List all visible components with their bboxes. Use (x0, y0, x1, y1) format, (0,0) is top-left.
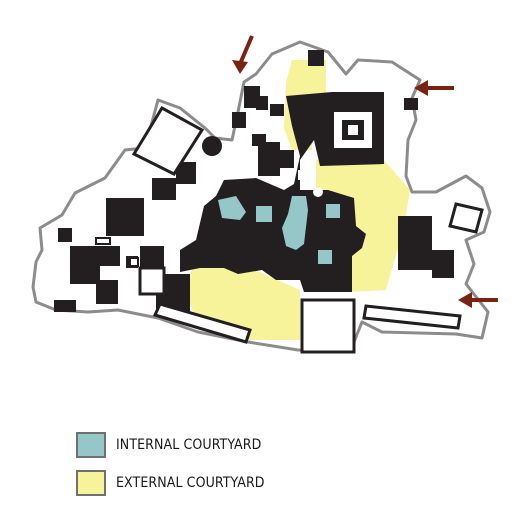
building (404, 98, 418, 110)
southeast-entrance-arrow (458, 292, 498, 308)
legend-item-internal-courtyard: INTERNAL COURTYARD (76, 432, 261, 458)
building (58, 228, 72, 242)
building (54, 300, 76, 312)
outlined-building (362, 304, 462, 330)
internal-courtyard (326, 204, 340, 218)
building (280, 150, 294, 168)
building (232, 112, 246, 128)
outlined-building (138, 266, 166, 296)
main-complex (180, 92, 384, 292)
outlined-building (129, 257, 139, 267)
outlined-building (448, 202, 484, 234)
outlined-building (95, 237, 111, 245)
building (256, 96, 268, 110)
small-void-round (313, 187, 323, 197)
legend-item-external-courtyard: EXTERNAL COURTYARD (76, 470, 265, 496)
outlined-building (300, 298, 356, 354)
small-void (298, 170, 308, 180)
internal-courtyards (218, 196, 340, 264)
outlined-building (152, 302, 252, 344)
building (100, 246, 120, 266)
legend: INTERNAL COURTYARD EXTERNAL COURTYARD (76, 432, 336, 502)
external-courtyard-swatch (76, 470, 106, 496)
site-plan-map (31, 35, 498, 354)
building (106, 198, 144, 236)
north-entrance-arrow (232, 35, 254, 74)
central-square-core (348, 125, 358, 135)
external-courtyard-east (316, 160, 410, 292)
building (96, 280, 118, 304)
building (258, 142, 280, 176)
internal-courtyard-swatch (76, 432, 106, 458)
internal-courtyard (282, 196, 308, 250)
building (70, 246, 100, 284)
building-round (202, 136, 222, 156)
building (270, 104, 284, 116)
building (308, 50, 324, 66)
outlined-building (131, 105, 205, 176)
legend-label: EXTERNAL COURTYARD (116, 475, 265, 491)
entrance-arrows (232, 35, 498, 308)
building (432, 250, 454, 278)
internal-courtyard (256, 206, 272, 222)
building (398, 216, 432, 270)
internal-courtyard (218, 196, 246, 220)
outlined-buildings (95, 105, 484, 354)
legend-label: INTERNAL COURTYARD (116, 437, 262, 453)
east-entrance-arrow (414, 80, 454, 96)
internal-courtyard (318, 250, 332, 264)
building (176, 162, 196, 184)
building (152, 178, 176, 200)
